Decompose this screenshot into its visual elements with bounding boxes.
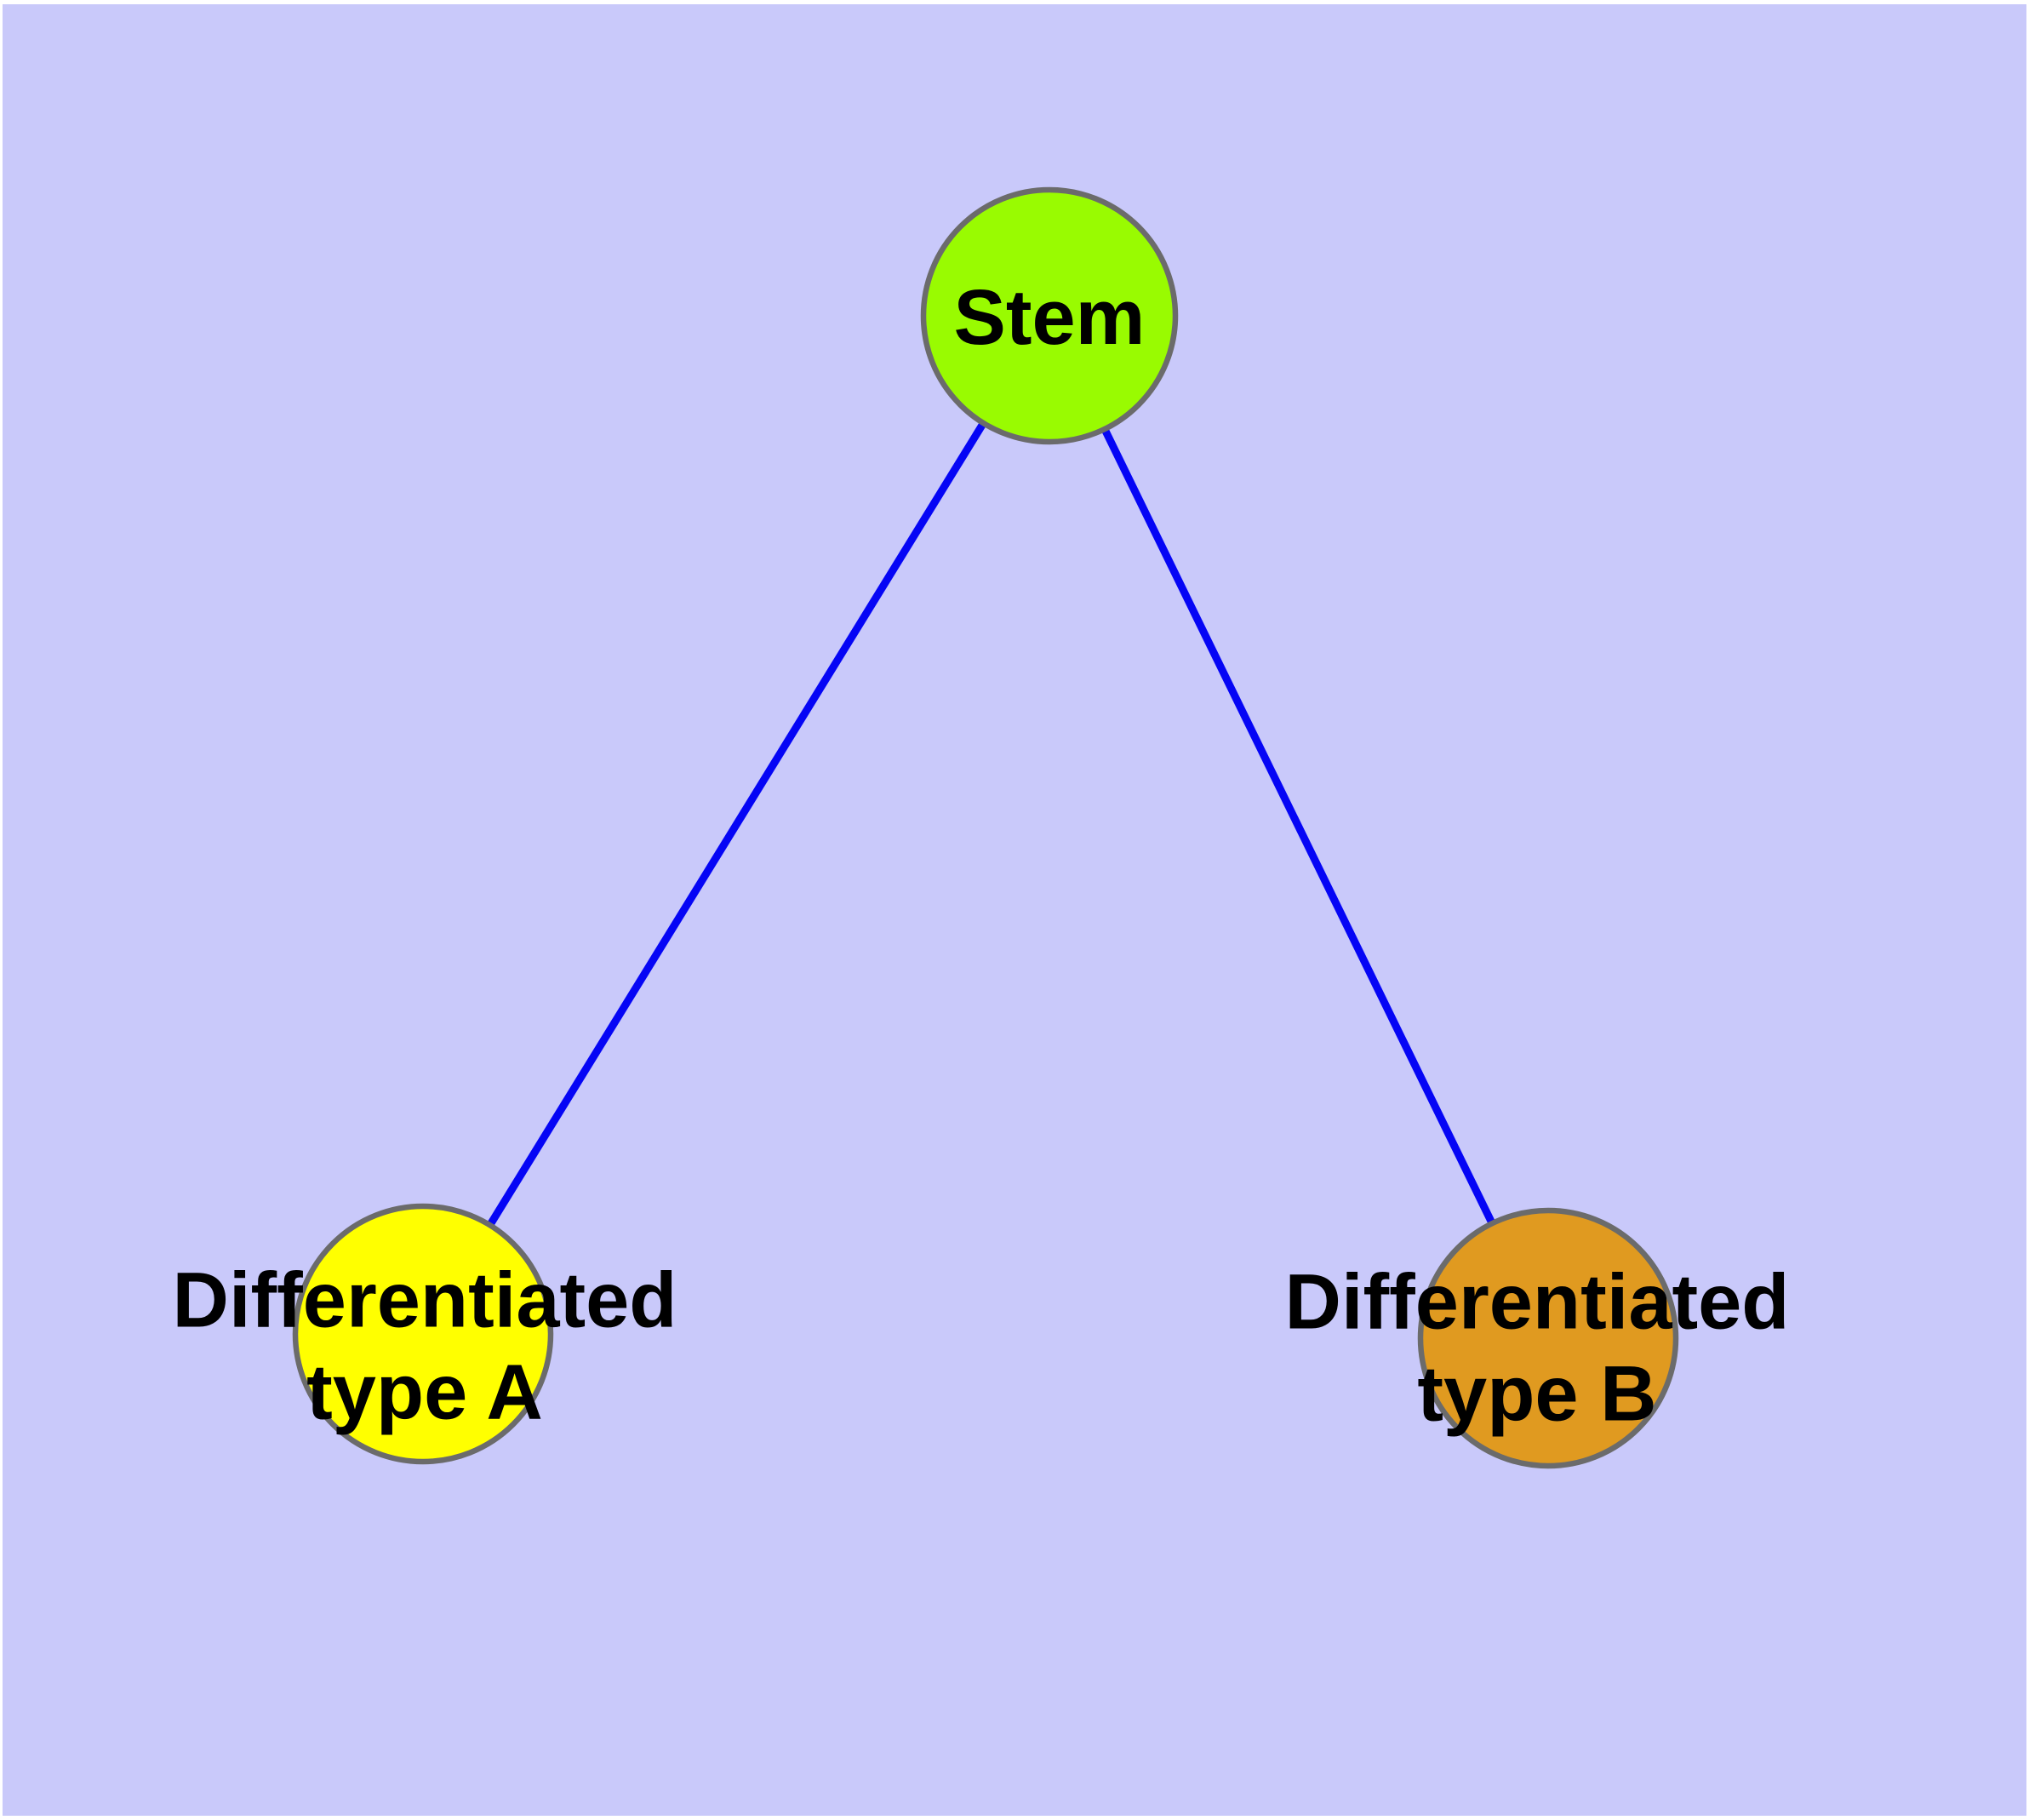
edge-stem-to-type-a (420, 313, 1053, 1336)
node-differentiated-type-b (1417, 1207, 1679, 1469)
node-differentiated-type-a (292, 1203, 554, 1465)
edge-stem-to-type-b (1045, 314, 1552, 1340)
node-label-stem: Stem (953, 274, 1146, 362)
node-label-differentiated-type-b: Differentiated type B (1284, 1258, 1790, 1437)
node-stem (920, 186, 1179, 445)
node-label-differentiated-type-a: Differentiated type A (172, 1256, 677, 1435)
